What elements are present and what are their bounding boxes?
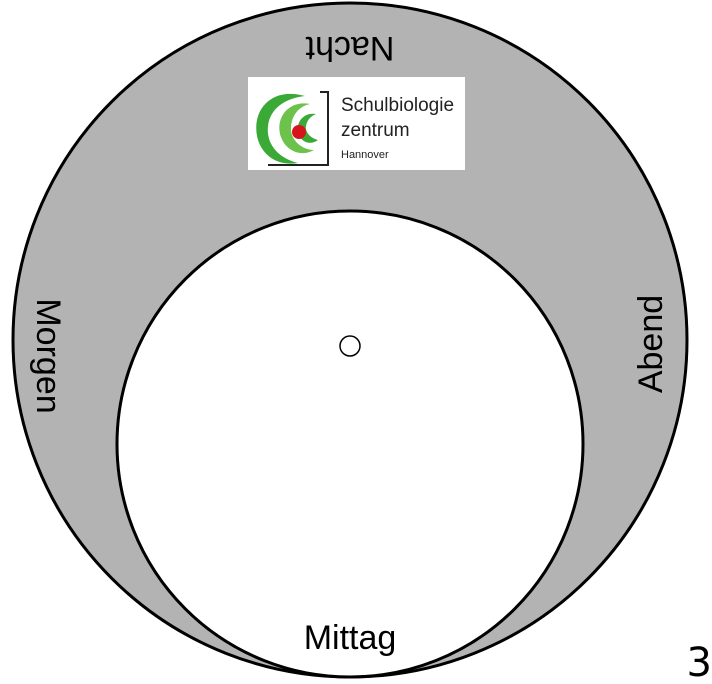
pivot-hole (339, 335, 361, 357)
schulbiologiezentrum-logo: Schulbiologie zentrum Hannover (248, 77, 465, 170)
logo-line-3: Hannover (341, 149, 389, 161)
page-number: 3 (687, 640, 712, 684)
label-mittag: Mittag (304, 619, 397, 657)
logo-red-dot (292, 125, 306, 139)
label-morgen: Morgen (29, 298, 67, 413)
logo-swirl-icon (256, 91, 329, 166)
logo-line-2: zentrum (341, 120, 410, 141)
label-nacht: Nacht (305, 29, 394, 67)
label-abend: Abend (632, 295, 670, 393)
inner-window (115, 209, 585, 679)
logo-line-1: Schulbiologie (341, 95, 454, 116)
